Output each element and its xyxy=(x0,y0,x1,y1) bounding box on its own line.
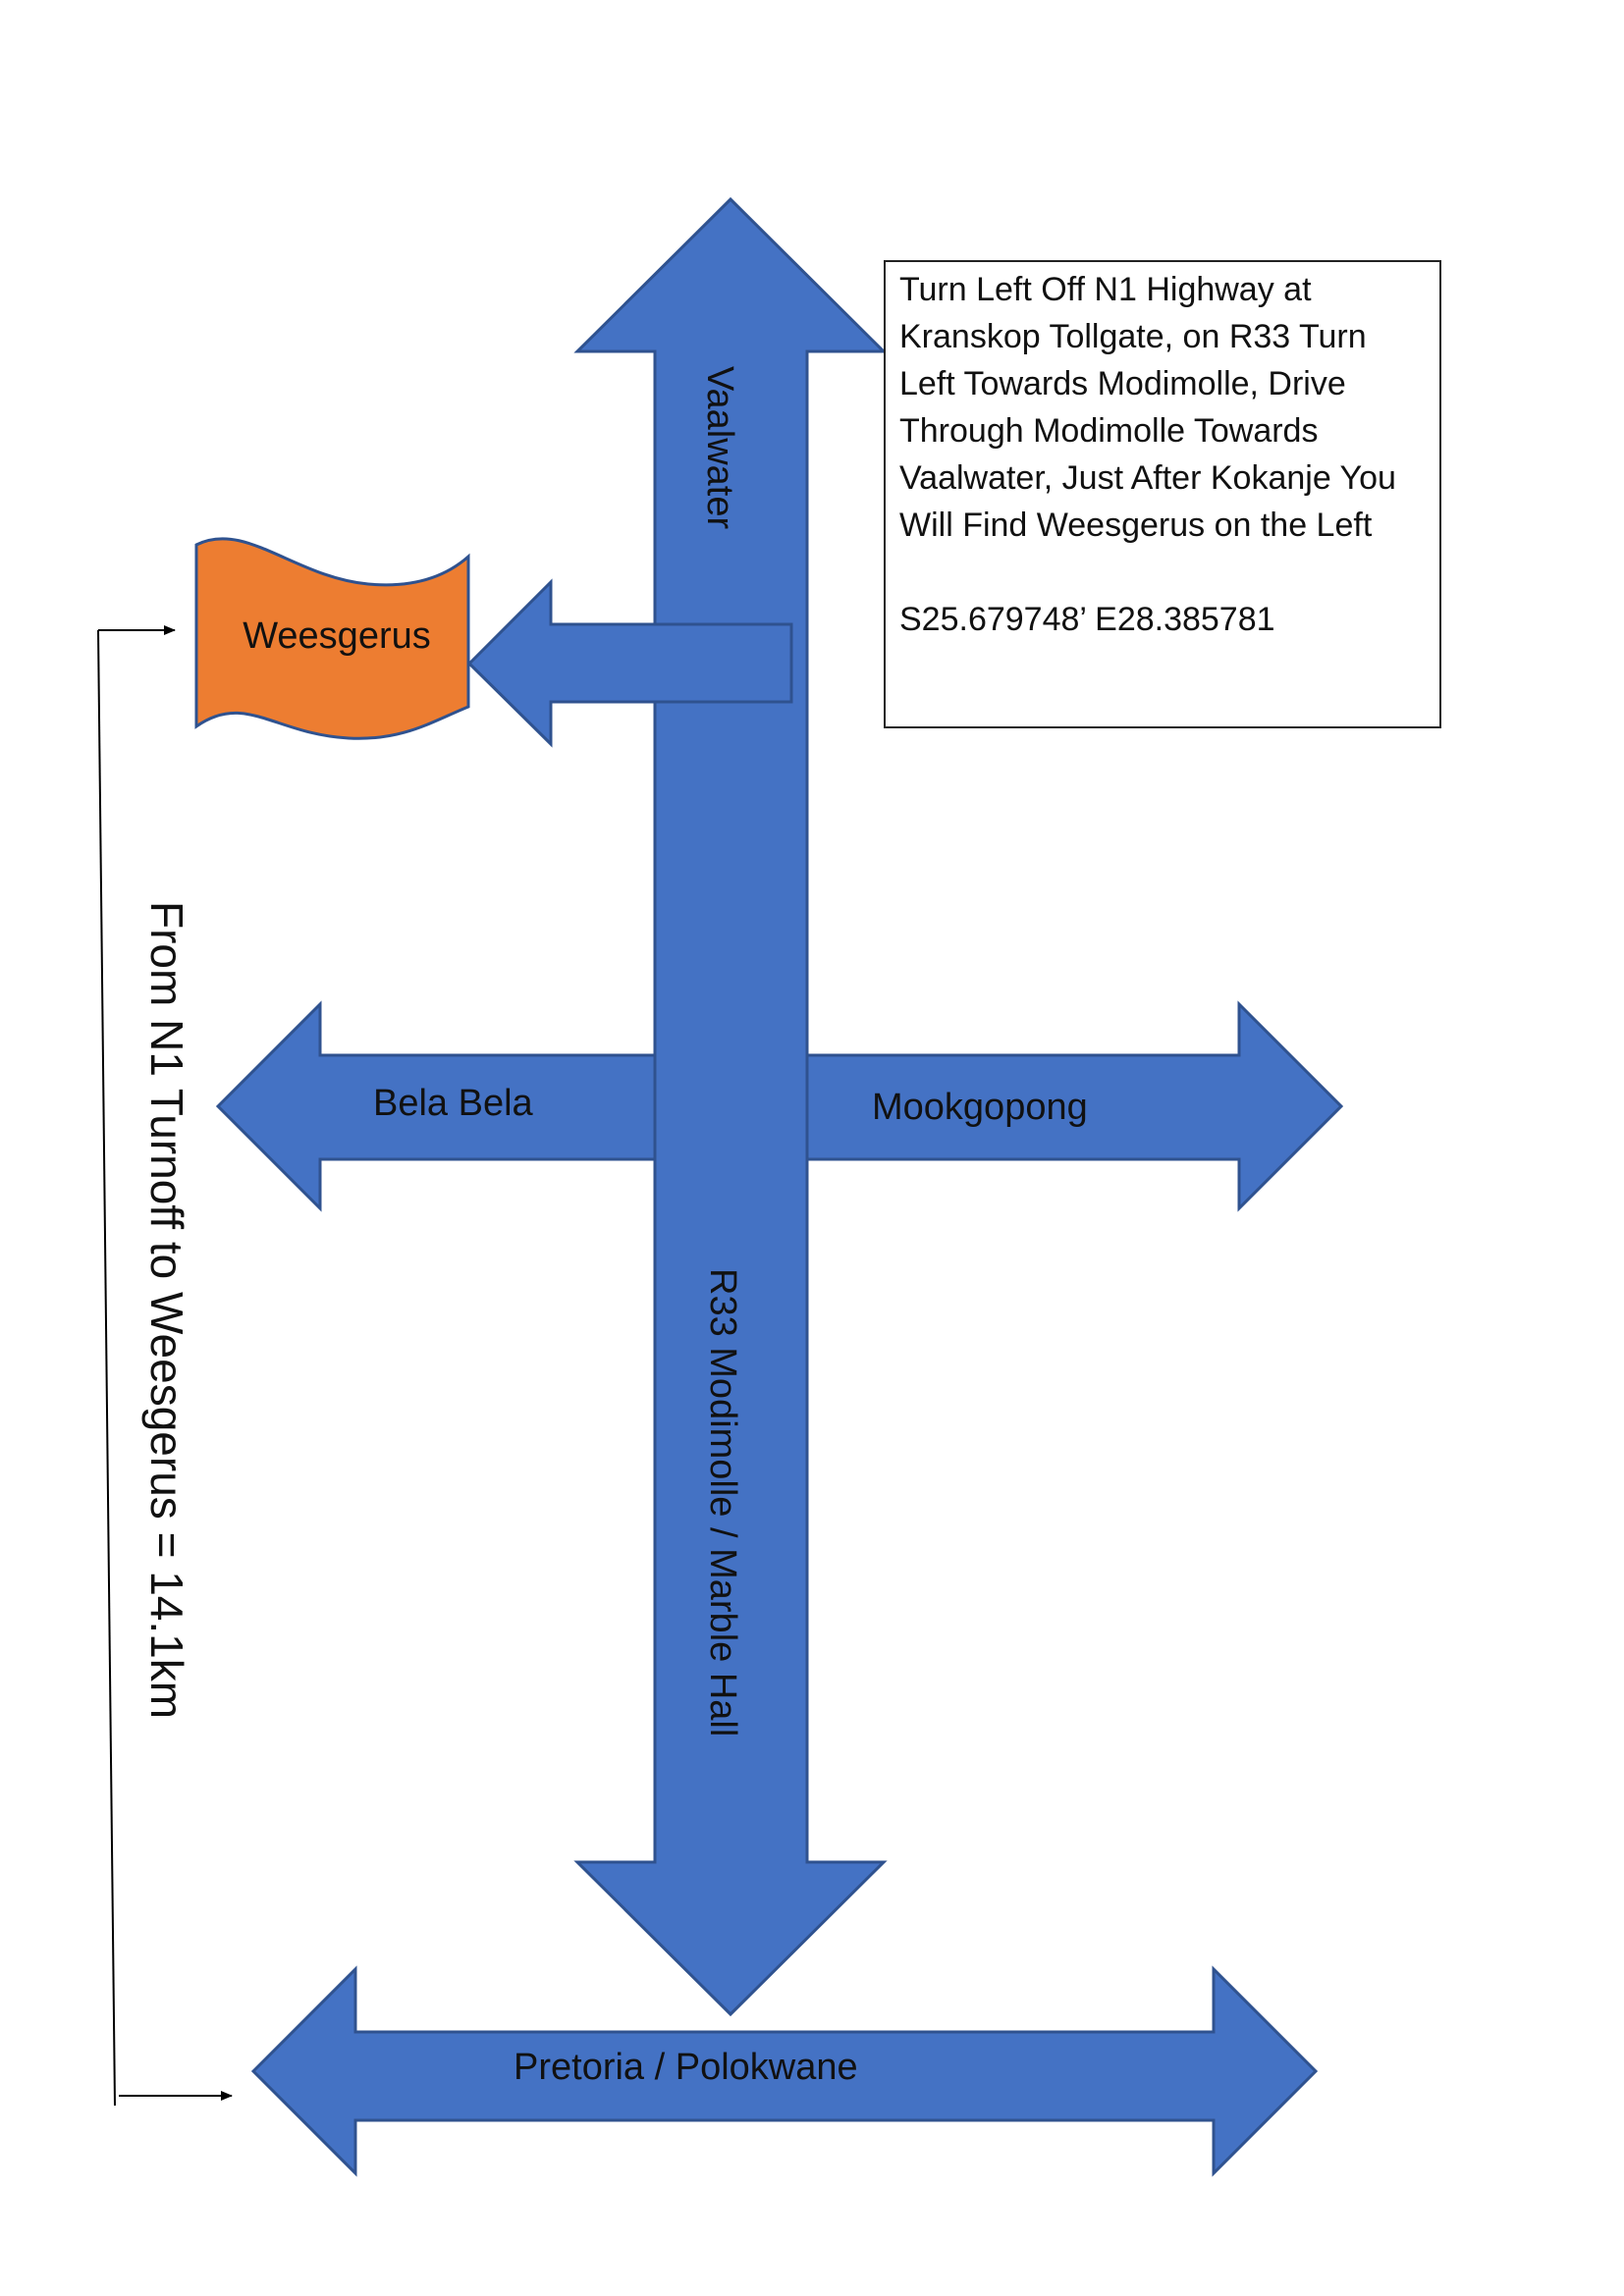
road-label-north: Vaalwater xyxy=(699,366,740,530)
destination-label: Weesgerus xyxy=(243,615,431,657)
highway-road-arrow xyxy=(250,1965,1319,2177)
road-label-east: Mookgopong xyxy=(872,1087,1088,1128)
r33-road-arrow xyxy=(573,196,888,2017)
road-label-west: Bela Bela xyxy=(373,1083,534,1124)
road-label-south: R33 Modimolle / Marble Hall xyxy=(702,1268,743,1736)
gps-coordinates: S25.679748’ E28.385781 xyxy=(899,601,1275,638)
distance-label: From N1 Turnoff to Weesgerus = 14.1km xyxy=(141,901,192,1719)
directions-text: Turn Left Off N1 Highway at Kranskop Tol… xyxy=(899,271,1396,544)
weesgerus-destination-flag xyxy=(194,537,470,740)
road-label-highway: Pretoria / Polokwane xyxy=(514,2047,858,2088)
weesgerus-turnoff-arrow xyxy=(466,578,793,748)
distance-connector-line xyxy=(97,629,116,2107)
directions-note-box: Turn Left Off N1 Highway at Kranskop Tol… xyxy=(884,260,1441,728)
